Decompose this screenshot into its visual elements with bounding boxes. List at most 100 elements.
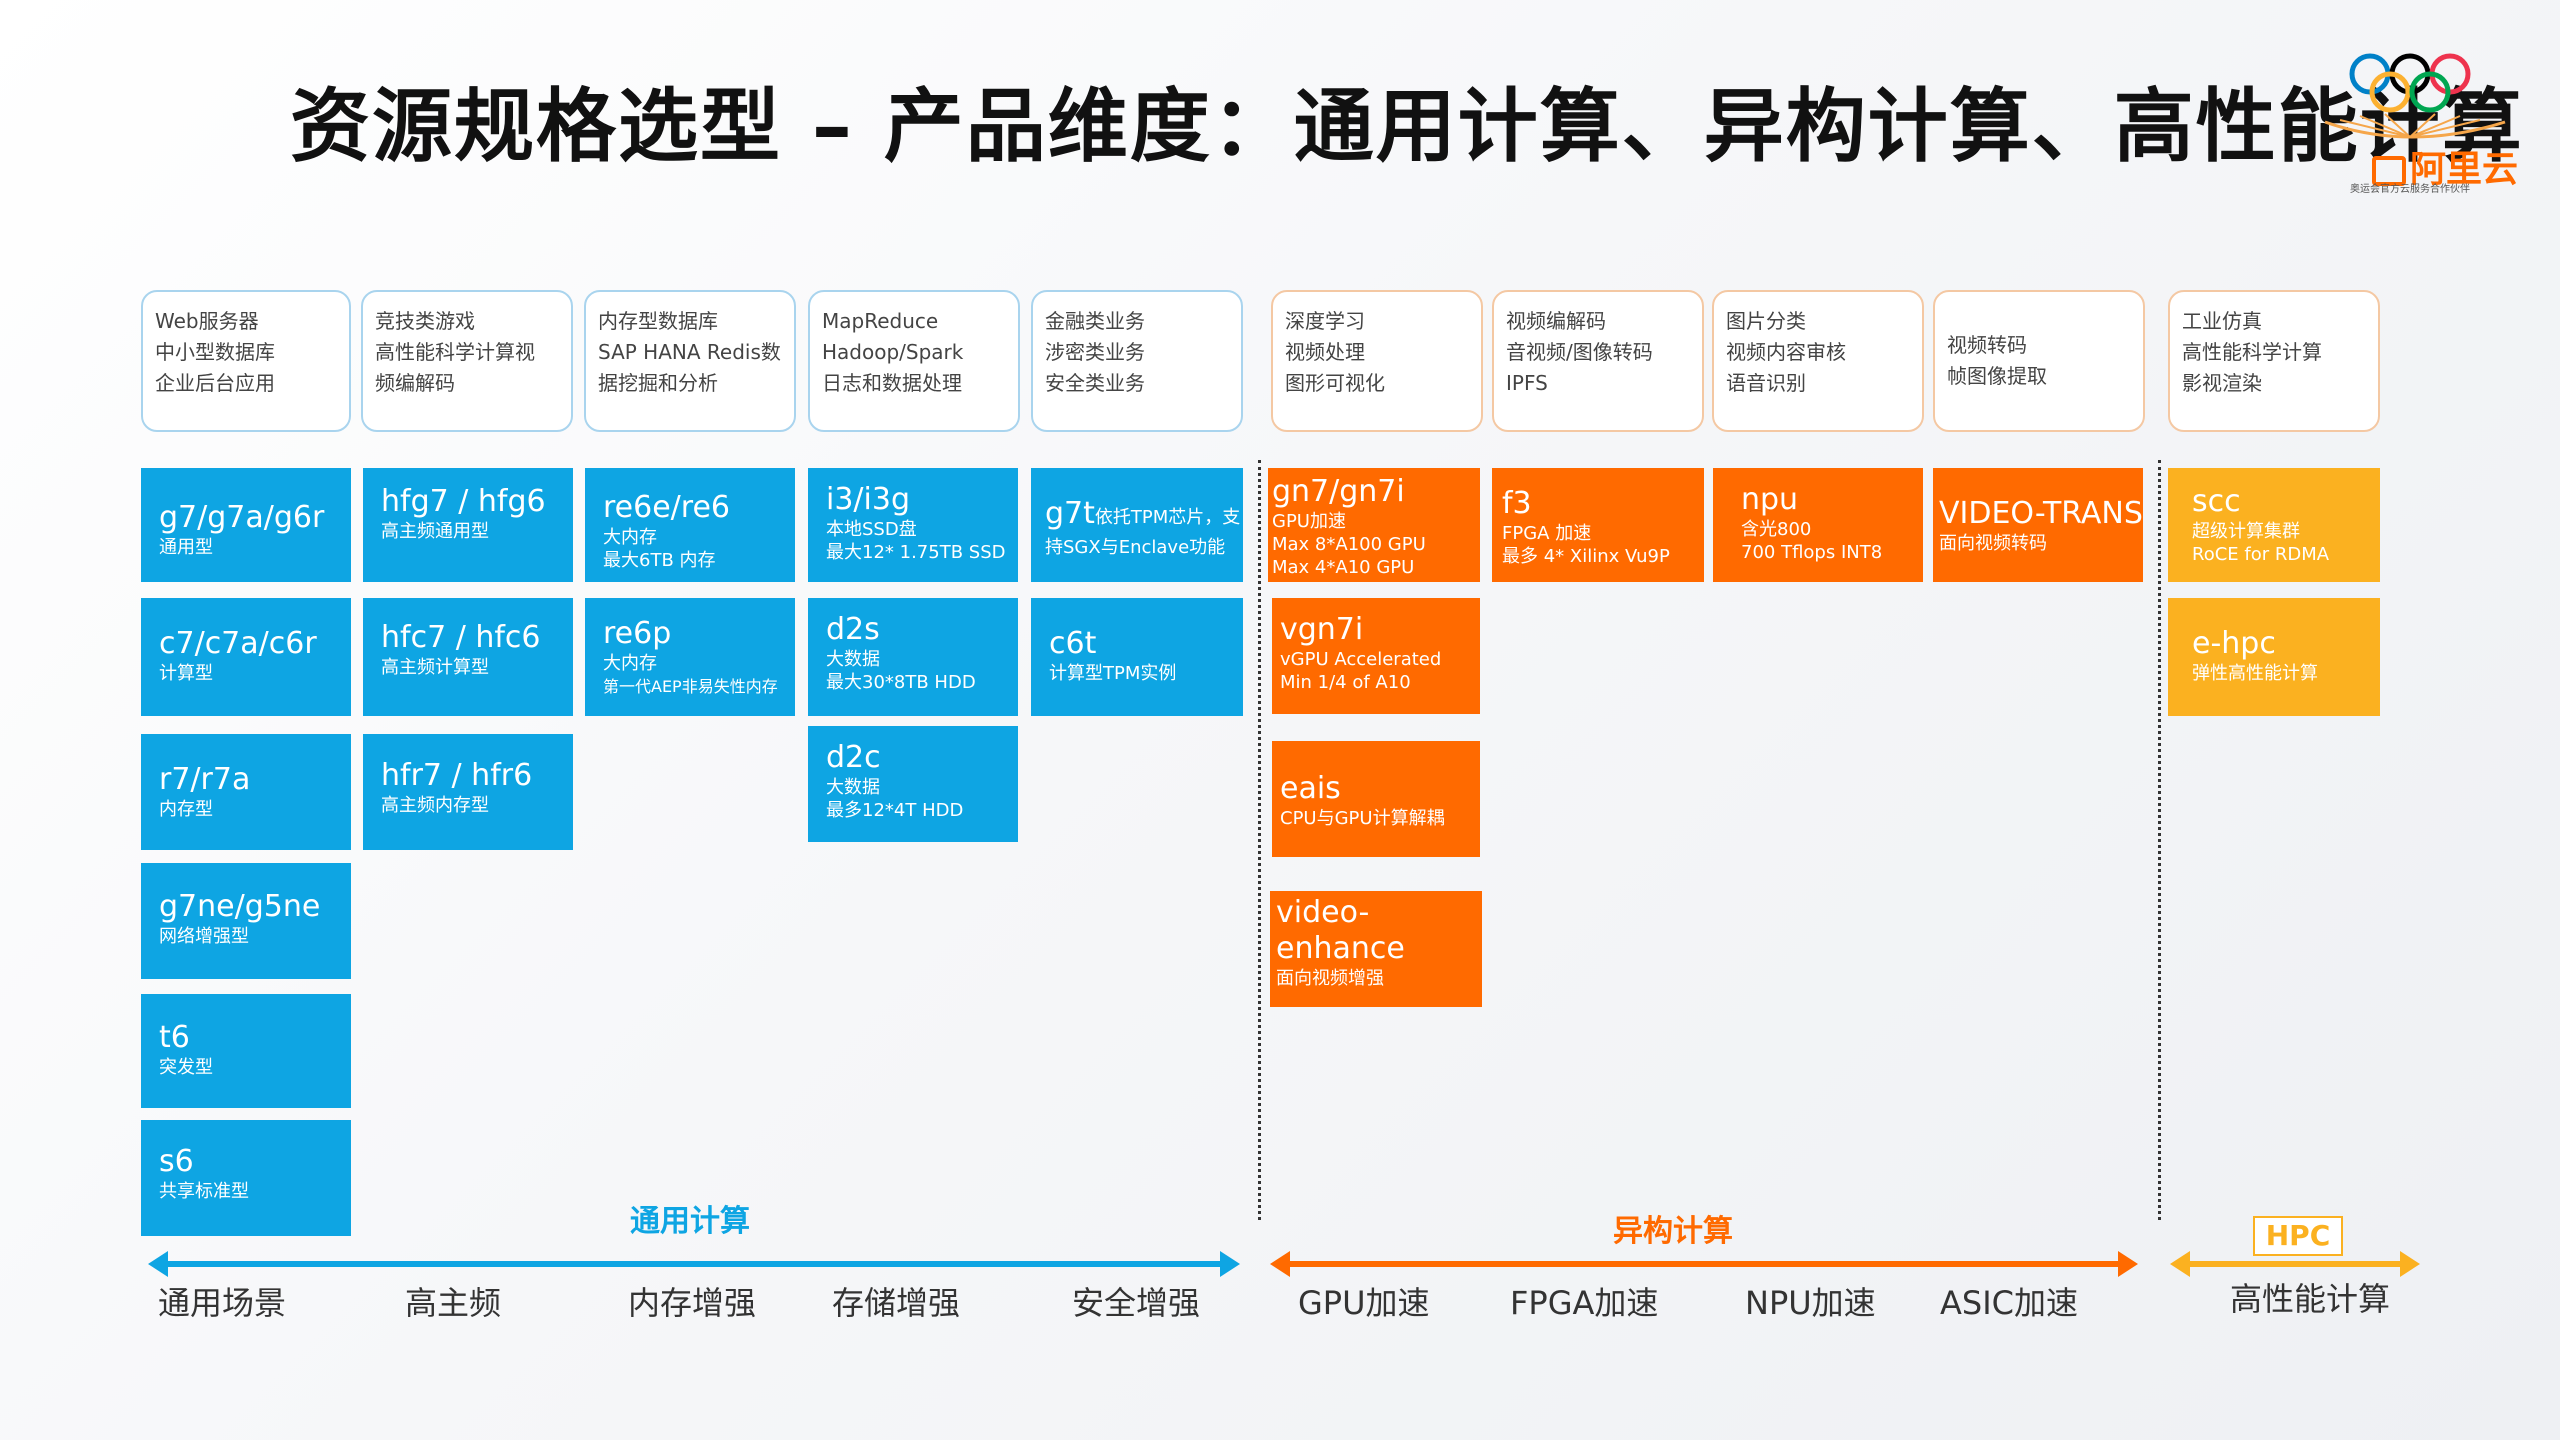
axis-label: 内存增强 (628, 1284, 757, 1322)
instance-box: video- enhance 面向视频增强 (1270, 891, 1482, 1007)
scenario-box: 工业仿真 高性能科学计算 影视渲染 (2168, 290, 2380, 432)
instance-name: video- (1276, 895, 1370, 930)
instance-desc: 700 Tflops INT8 (1741, 542, 1883, 563)
instance-desc: 持SGX与Enclave功能 (1045, 537, 1226, 558)
instance-name: f3 (1502, 486, 1532, 521)
axis-label: FPGA加速 (1510, 1284, 1659, 1322)
scenario-box: 内存型数据库 SAP HANA Redis数 据挖掘和分析 (584, 290, 796, 432)
instance-desc: Max 8*A100 GPU (1272, 534, 1426, 555)
instance-desc: 最多12*4T HDD (826, 800, 964, 821)
instance-name: hfc7 / hfc6 (381, 620, 541, 655)
instance-box: g7t依托TPM芯片，支 持SGX与Enclave功能 (1031, 468, 1243, 582)
instance-box: c7/c7a/c6r 计算型 (141, 598, 351, 716)
instance-box: re6e/re6 大内存 最大6TB 内存 (585, 468, 795, 582)
instance-name: hfr7 / hfr6 (381, 758, 533, 793)
instance-desc: 最大30*8TB HDD (826, 672, 976, 693)
instance-desc: 计算型TPM实例 (1049, 663, 1177, 684)
instance-desc: 高主频内存型 (381, 795, 489, 816)
general-arrow (148, 1251, 1240, 1277)
instance-name: d2c (826, 740, 881, 775)
axis-label: GPU加速 (1298, 1284, 1430, 1322)
instance-box: vgn7i vGPU Accelerated Min 1/4 of A10 (1272, 598, 1480, 714)
instance-desc: 大内存 (603, 653, 657, 674)
scenario-box: 深度学习 视频处理 图形可视化 (1271, 290, 1483, 432)
axis-label: 高主频 (405, 1284, 502, 1322)
scenario-box: 图片分类 视频内容审核 语音识别 (1712, 290, 1924, 432)
scenario-box: 竞技类游戏 高性能科学计算视 频编解码 (361, 290, 573, 432)
hpc-arrow (2170, 1251, 2420, 1277)
instance-desc: 最大12* 1.75TB SSD (826, 542, 1006, 563)
instance-desc-inline: 依托TPM芯片，支 (1094, 507, 1241, 528)
axis-label: 存储增强 (832, 1284, 961, 1322)
instance-desc: 大数据 (826, 777, 880, 798)
scenario-box: 视频编解码 音视频/图像转码 IPFS (1492, 290, 1704, 432)
instance-name: r7/r7a (159, 762, 251, 797)
instance-box: c6t 计算型TPM实例 (1031, 598, 1243, 716)
axis-label: 高性能计算 (2230, 1280, 2391, 1318)
olympic-rings-icon (2324, 53, 2506, 139)
instance-name: d2s (826, 612, 880, 647)
instance-box: VIDEO-TRANS 面向视频转码 (1933, 468, 2143, 582)
instance-name: g7/g7a/g6r (159, 500, 325, 535)
instance-desc: FPGA 加速 (1502, 523, 1592, 544)
instance-desc: 内存型 (159, 799, 213, 820)
instance-name: scc (2192, 484, 2241, 519)
instance-box: gn7/gn7i GPU加速 Max 8*A100 GPU Max 4*A10 … (1268, 468, 1480, 582)
instance-desc: 第一代AEP非易失性内存 (603, 677, 778, 696)
instance-box: s6 共享标准型 (141, 1120, 351, 1236)
instance-name: eais (1280, 771, 1341, 806)
instance-box: d2s 大数据 最大30*8TB HDD (808, 598, 1018, 716)
instance-box: hfg7 / hfg6 高主频通用型 (363, 468, 573, 582)
scenario-box: Web服务器 中小型数据库 企业后台应用 (141, 290, 351, 432)
instance-name: g7t依托TPM芯片，支 (1045, 496, 1241, 531)
logo-tagline: 奥运会官方云服务合作伙伴 (2350, 184, 2470, 195)
axis-label: NPU加速 (1745, 1284, 1876, 1322)
axis-label: 安全增强 (1072, 1284, 1201, 1322)
instance-box: eais CPU与GPU计算解耦 (1272, 741, 1480, 857)
category-hetero: 异构计算 (1613, 1214, 1733, 1249)
axis-label: 通用场景 (158, 1284, 287, 1322)
instance-name: hfg7 / hfg6 (381, 484, 546, 519)
instance-name: g7ne/g5ne (159, 889, 321, 924)
instance-desc: 最大6TB 内存 (603, 550, 716, 571)
instance-desc: 弹性高性能计算 (2192, 663, 2318, 684)
instance-desc: vGPU Accelerated (1280, 649, 1442, 670)
instance-desc: 最多 4* Xilinx Vu9P (1502, 546, 1670, 567)
instance-name: enhance (1276, 931, 1405, 966)
scenario-box: 视频转码 帧图像提取 (1933, 290, 2145, 432)
instance-box: r7/r7a 内存型 (141, 734, 351, 850)
scenario-box: 金融类业务 涉密类业务 安全类业务 (1031, 290, 1243, 432)
category-hpc: HPC (2253, 1216, 2343, 1256)
instance-desc: 面向视频转码 (1939, 533, 2047, 554)
instance-name: i3/i3g (826, 482, 910, 517)
instance-name: npu (1741, 482, 1799, 517)
instance-box: f3 FPGA 加速 最多 4* Xilinx Vu9P (1492, 468, 1704, 582)
instance-box: g7ne/g5ne 网络增强型 (141, 863, 351, 979)
scenario-box: MapReduce Hadoop/Spark 日志和数据处理 (808, 290, 1020, 432)
instance-desc: 突发型 (159, 1057, 213, 1078)
instance-desc: 计算型 (159, 663, 213, 684)
hetero-arrow (1270, 1251, 2138, 1277)
instance-box: re6p 大内存 第一代AEP非易失性内存 (585, 598, 795, 716)
instance-name: c7/c7a/c6r (159, 626, 317, 661)
instance-box: d2c 大数据 最多12*4T HDD (808, 726, 1018, 842)
instance-desc: Min 1/4 of A10 (1280, 672, 1411, 693)
instance-name: VIDEO-TRANS (1939, 496, 2143, 531)
instance-name: c6t (1049, 626, 1097, 661)
instance-box: hfr7 / hfr6 高主频内存型 (363, 734, 573, 850)
instance-desc: CPU与GPU计算解耦 (1280, 808, 1445, 829)
instance-box: i3/i3g 本地SSD盘 最大12* 1.75TB SSD (808, 468, 1018, 582)
section-divider (1258, 460, 1261, 1220)
instance-desc: 高主频通用型 (381, 521, 489, 542)
instance-name: re6p (603, 616, 672, 651)
instance-desc: 大数据 (826, 649, 880, 670)
instance-name: s6 (159, 1144, 194, 1179)
instance-name: vgn7i (1280, 612, 1364, 647)
instance-desc: 本地SSD盘 (826, 519, 917, 540)
instance-name: t6 (159, 1020, 190, 1055)
instance-name: re6e/re6 (603, 490, 731, 525)
instance-desc: 大内存 (603, 527, 657, 548)
logo-brand: 阿里云 (2372, 140, 2518, 192)
instance-box: e-hpc 弹性高性能计算 (2168, 598, 2380, 716)
instance-desc: 共享标准型 (159, 1181, 249, 1202)
